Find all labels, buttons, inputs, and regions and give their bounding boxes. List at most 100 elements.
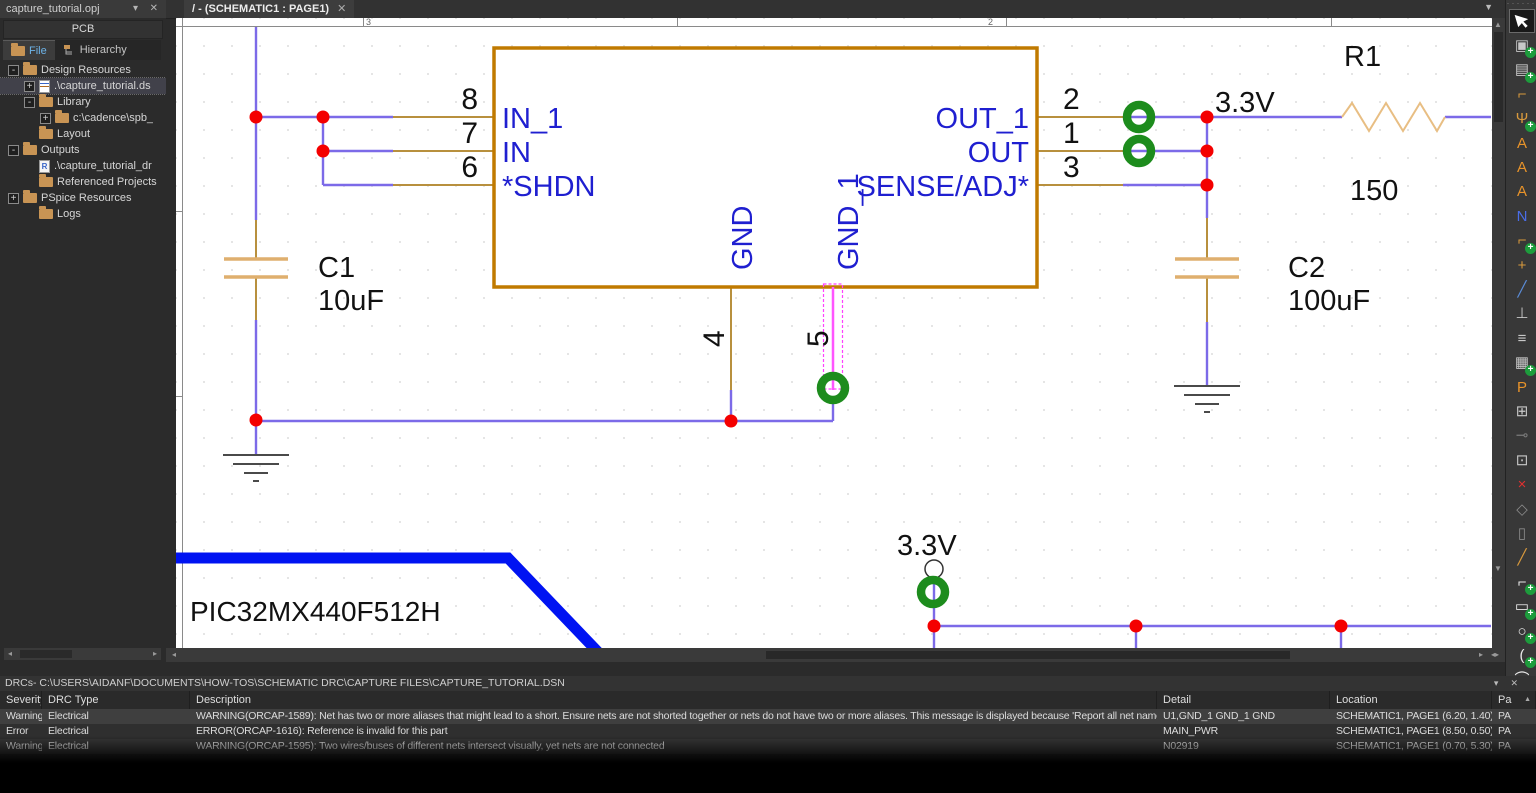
ground-symbol-c2[interactable] (1174, 385, 1240, 413)
expand-icon[interactable]: + (40, 112, 51, 124)
tree-item-design-resources[interactable]: -Design Resources (0, 62, 166, 78)
schematic-page[interactable]: 3 2 (176, 18, 1492, 648)
scroll-up-icon[interactable]: ▲ (1494, 20, 1502, 29)
place-part-search-icon[interactable]: ▤+ (1510, 59, 1536, 83)
place-off-page-connector-icon[interactable]: ⊡ (1510, 449, 1534, 471)
select-tool-icon[interactable] (1509, 9, 1535, 33)
tree-item-library[interactable]: -Library (0, 94, 166, 110)
place-ground-icon[interactable]: ≡ (1510, 327, 1534, 349)
place-junction-icon[interactable]: ⌐+ (1510, 230, 1536, 254)
tabbar-menu-icon[interactable]: ▼ (1484, 2, 1493, 12)
power-symbol[interactable] (924, 559, 944, 579)
place-pin-icon[interactable]: ⊞ (1510, 400, 1534, 422)
ground-symbol-c1[interactable] (223, 454, 289, 482)
place-port-icon[interactable]: P (1510, 376, 1534, 398)
tree-item-drc-output[interactable]: R.\capture_tutorial_dr (0, 158, 166, 174)
scrollbar-thumb[interactable] (766, 651, 1290, 659)
scroll-down-icon[interactable]: ▼ (1494, 564, 1502, 573)
c2-value[interactable]: 100uF (1288, 285, 1370, 317)
col-description[interactable]: Description (190, 691, 1157, 709)
col-detail[interactable]: Detail (1157, 691, 1330, 709)
drc-markers[interactable] (816, 100, 1156, 609)
place-no-connect-icon[interactable]: × (1510, 474, 1534, 496)
place-wire-icon[interactable]: ⌐ (1510, 83, 1534, 105)
c1-reference[interactable]: C1 (318, 252, 355, 284)
canvas-vscrollbar[interactable]: ▲ ▼ (1492, 18, 1505, 648)
place-power-icon[interactable]: ⊥ (1510, 303, 1534, 325)
snap-to-grid-icon[interactable]: + (1510, 254, 1534, 276)
drc-collapse-icon[interactable]: ▾ (1493, 678, 1499, 688)
capacitor-c2[interactable] (1175, 257, 1239, 279)
expand-icon[interactable]: - (8, 144, 19, 156)
place-ieee-symbol-icon[interactable]: ◇ (1510, 498, 1534, 520)
mcu-block-outline[interactable] (176, 552, 619, 648)
place-net-group-icon[interactable]: N (1510, 205, 1534, 227)
col-drc-type[interactable]: DRC Type (42, 691, 190, 709)
tree-item-logs[interactable]: Logs (0, 206, 166, 222)
col-location[interactable]: Location (1330, 691, 1492, 709)
tree-item-cadence-lib[interactable]: +c:\cadence\spb_ (0, 110, 166, 126)
place-line-icon[interactable]: ╱ (1510, 547, 1534, 569)
scroll-left-icon[interactable]: ◂ (172, 650, 177, 659)
expand-icon[interactable]: - (24, 96, 35, 108)
place-ellipse-icon[interactable]: ○+ (1510, 620, 1536, 644)
resistor-r1[interactable] (1341, 101, 1446, 133)
tree-item-pspice-resources[interactable]: +PSpice Resources (0, 190, 166, 206)
mcu-reference[interactable]: PIC32MX440F512H (190, 596, 441, 627)
project-panel-hscrollbar[interactable]: ◂ ▸ (4, 648, 161, 660)
expand-icon[interactable]: + (8, 192, 19, 204)
project-tabs: File Hierarchy (3, 40, 161, 60)
canvas-hscrollbar[interactable]: ◂ ▸ ◂▸ (166, 648, 1505, 662)
r1-reference[interactable]: R1 (1344, 41, 1381, 73)
col-severity[interactable]: Severity (0, 691, 42, 709)
scroll-left-icon[interactable]: ◂ (8, 649, 13, 658)
place-dashed-line-icon[interactable]: ╱ (1510, 278, 1534, 300)
col-page[interactable]: Pa ▲ (1492, 691, 1536, 709)
place-net-alias-icon[interactable]: A (1510, 132, 1534, 154)
panel-collapse-icon[interactable]: ▾ (132, 3, 138, 14)
c2-reference[interactable]: C2 (1288, 252, 1325, 284)
place-title-block-icon[interactable]: ▯ (1510, 522, 1534, 544)
drc-close-icon[interactable]: ✕ (1510, 678, 1518, 688)
expand-icon[interactable]: + (24, 80, 35, 92)
tab-file[interactable]: File (3, 40, 55, 60)
place-net-alias-bus-icon[interactable]: A (1510, 181, 1534, 203)
scroll-right-icon[interactable]: ▸ (1478, 650, 1483, 659)
tab-close-icon[interactable]: ✕ (337, 3, 347, 15)
pin-stubs[interactable] (255, 116, 1208, 390)
net-label-3v3-top[interactable]: 3.3V (1215, 87, 1275, 119)
place-polyline-glyph: ⌐ (1517, 573, 1527, 591)
drc-scroll-up-icon[interactable]: ▲ (1524, 696, 1531, 703)
tree-item-design-file[interactable]: +.\capture_tutorial.ds (0, 77, 167, 95)
c1-value[interactable]: 10uF (318, 285, 384, 317)
capacitor-c1[interactable] (224, 257, 288, 279)
wires[interactable] (254, 27, 1491, 648)
scrollbar-thumb[interactable] (20, 650, 72, 658)
place-bus-icon[interactable]: Ψ+ (1510, 108, 1536, 132)
place-part-icon[interactable]: ▣+ (1510, 34, 1536, 59)
r1-value[interactable]: 150 (1350, 175, 1398, 207)
tree-item-outputs[interactable]: -Outputs (0, 142, 166, 158)
panel-close-icon[interactable]: ✕ (149, 3, 158, 14)
scrollbar-thumb[interactable] (1494, 32, 1503, 122)
toolbar-drag-handle[interactable]: ······ (1506, 0, 1536, 8)
place-bus-entry-icon[interactable]: A (1510, 156, 1534, 178)
tab-hierarchy[interactable]: Hierarchy (55, 40, 135, 60)
schematic-page-tab[interactable]: / - (SCHEMATIC1 : PAGE1) ✕ (184, 0, 355, 18)
place-hierarchical-block-icon[interactable]: ▦+ (1510, 352, 1536, 376)
tree-item-layout[interactable]: Layout (0, 126, 166, 142)
net-label-3v3-bottom[interactable]: 3.3V (897, 530, 957, 562)
place-polyline-icon[interactable]: ⌐+ (1510, 571, 1536, 596)
place-arc-glyph: ( (1519, 646, 1525, 664)
tree-item-referenced-projects[interactable]: Referenced Projects (0, 174, 166, 190)
scroll-right-icon[interactable]: ▸ (152, 649, 157, 658)
expand-icon[interactable]: - (8, 64, 19, 76)
place-pin-array-icon[interactable]: ⊸ (1510, 425, 1534, 447)
ic-u1-body[interactable] (492, 46, 1039, 289)
splitter-icon[interactable]: ◂▸ (1490, 650, 1499, 659)
place-rectangle-icon[interactable]: ▭+ (1510, 596, 1536, 620)
place-arc-icon[interactable]: (+ (1510, 644, 1536, 669)
